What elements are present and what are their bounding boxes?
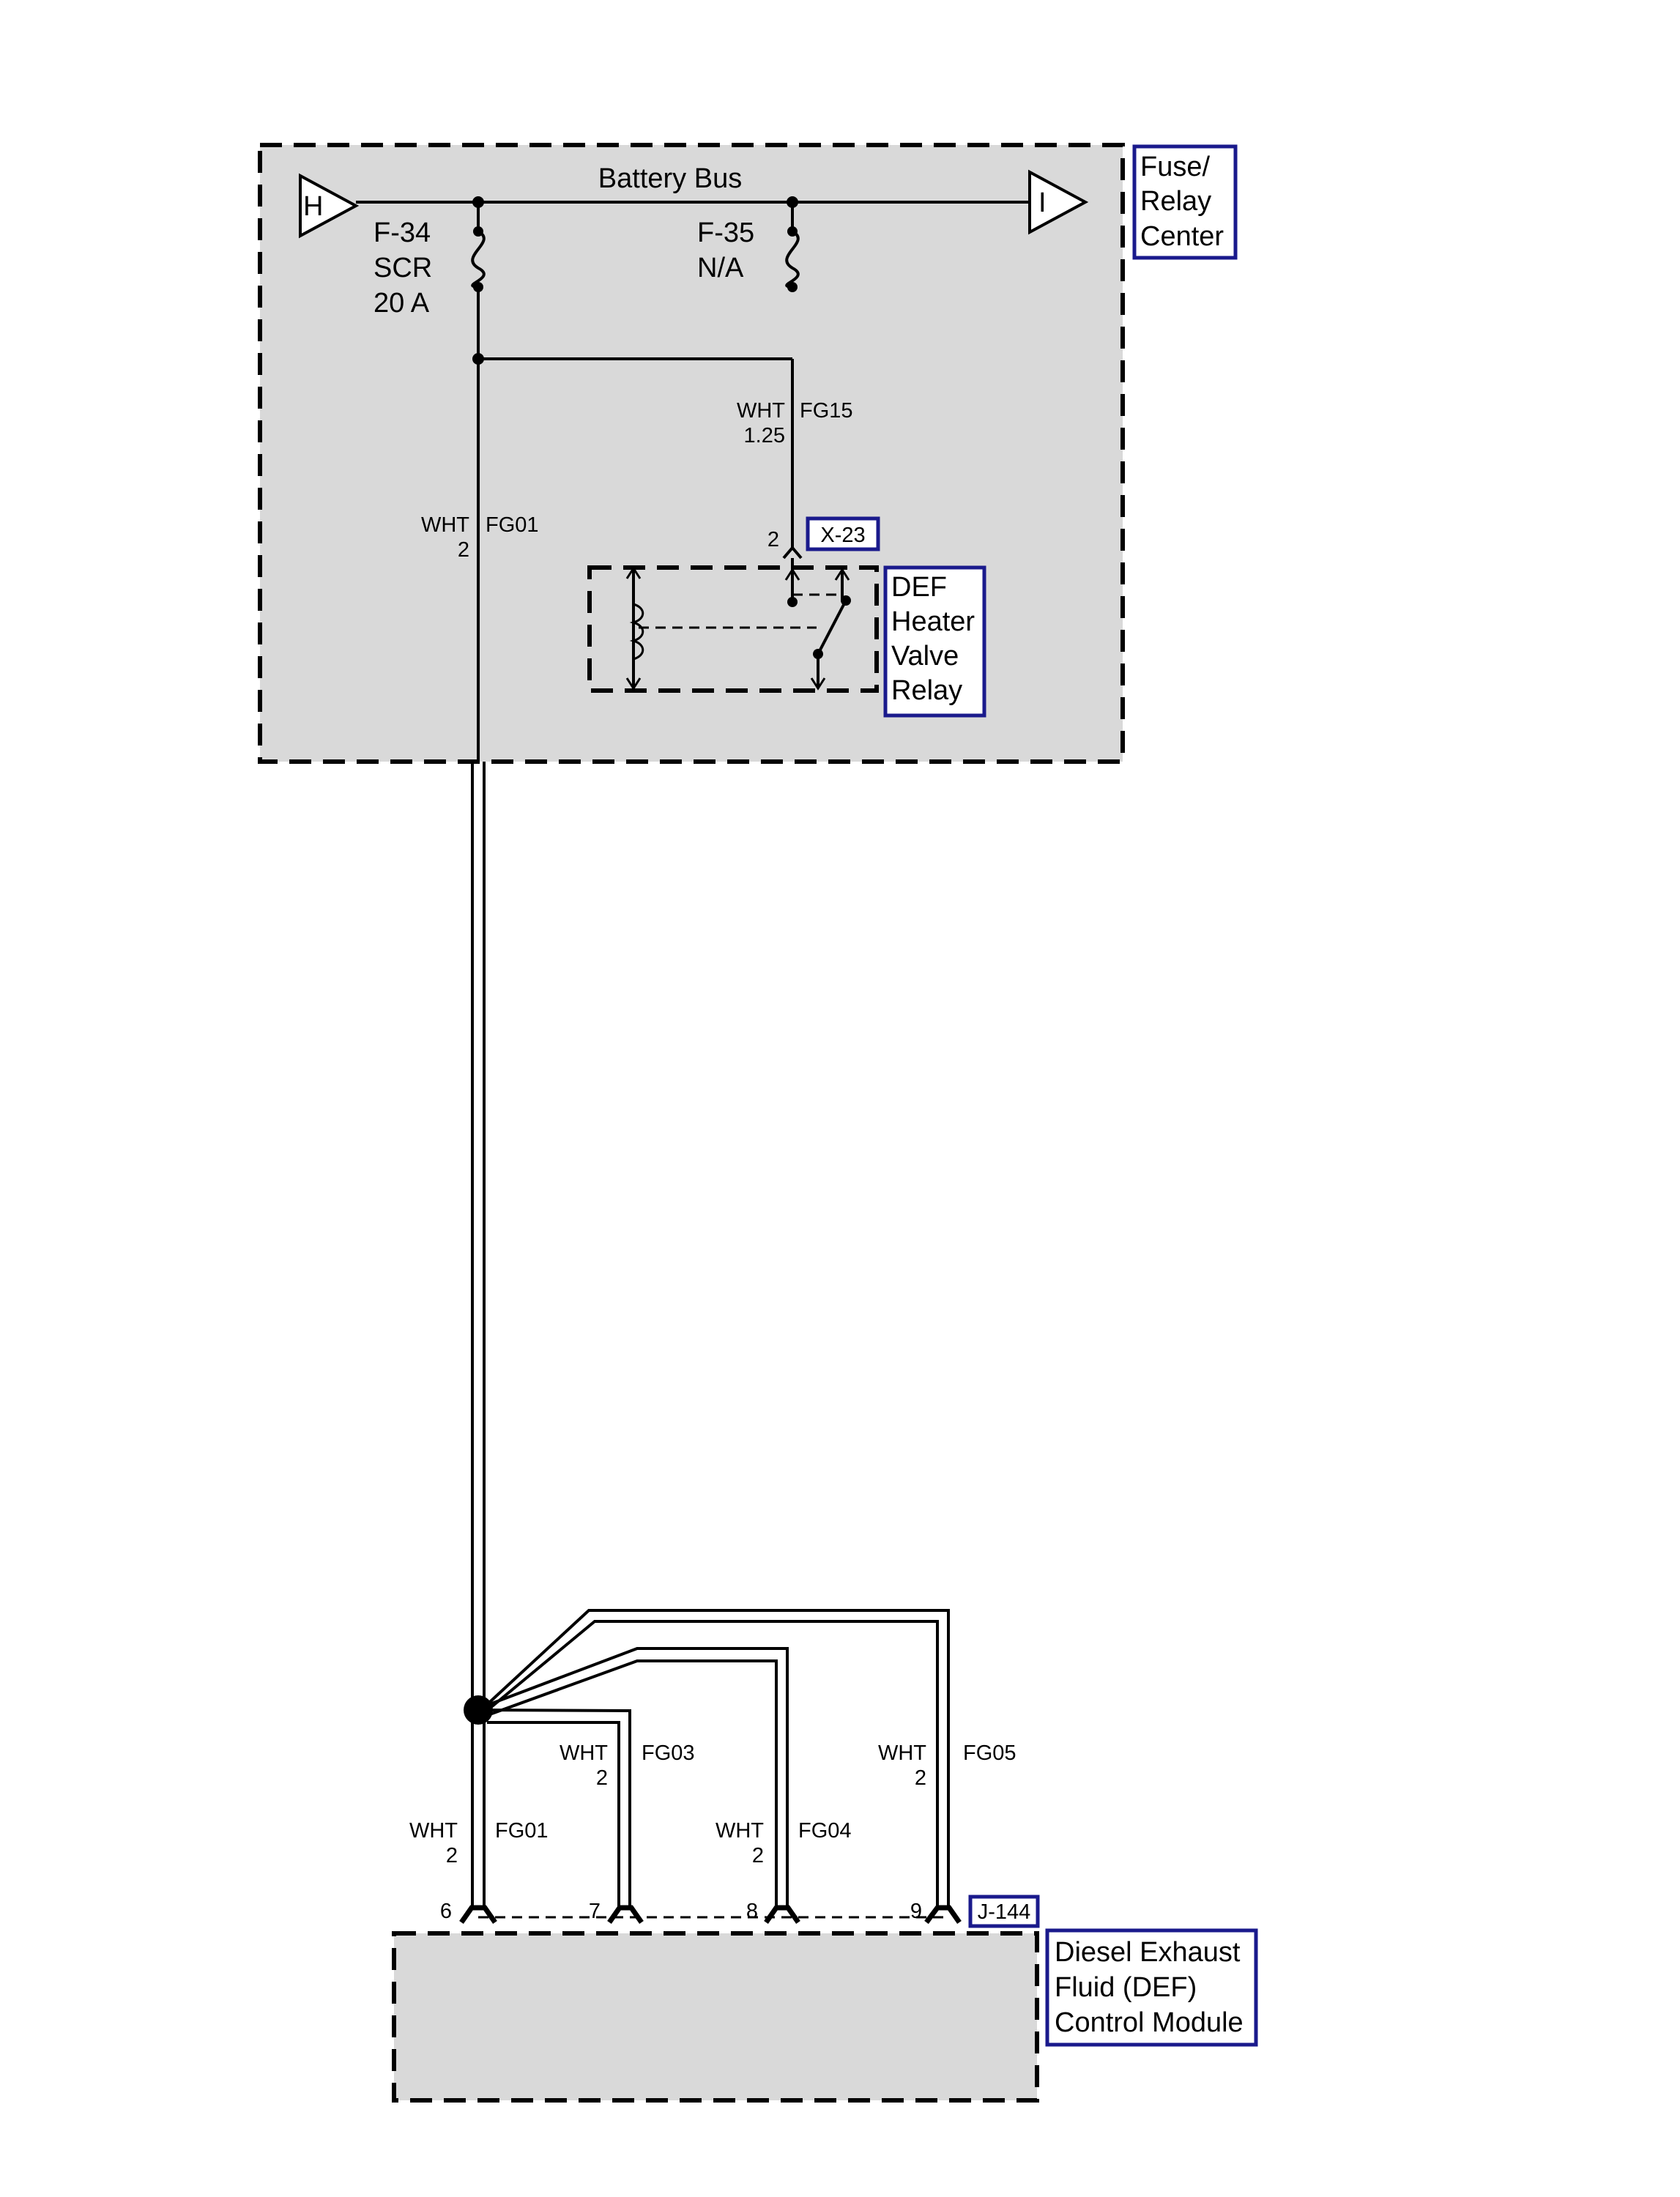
module-connector-j144: 6 7 8 9 J-144 bbox=[440, 1895, 1040, 1928]
wire-fg01-lower-gauge: 2 bbox=[446, 1844, 458, 1867]
wire-fg15-color: WHT bbox=[737, 399, 785, 423]
fuse-f34-id: F-34 bbox=[373, 218, 431, 248]
connector-i-label: I bbox=[1038, 187, 1047, 218]
wire-fg03-color: WHT bbox=[560, 1741, 608, 1765]
connector-h-triangle bbox=[299, 173, 360, 239]
wire-fg01-lower: WHT FG01 2 bbox=[409, 1819, 549, 1867]
module-label-line-3: Control Module bbox=[1055, 2007, 1244, 2038]
wire-fg15-gauge: 1.25 bbox=[744, 424, 785, 447]
harness-splice bbox=[464, 1695, 493, 1725]
harness bbox=[464, 762, 950, 1906]
relay-connector-x23: 2 X-23 bbox=[767, 516, 880, 560]
wire-fg03: WHT FG03 2 bbox=[560, 1741, 695, 1790]
wire-fg01-upper-circuit: FG01 bbox=[486, 513, 539, 537]
fuse-f35-id: F-35 bbox=[697, 218, 754, 248]
wire-fg04: WHT FG04 2 bbox=[716, 1819, 852, 1867]
relay-label-line-3: Valve bbox=[891, 641, 959, 672]
fuse-relay-center-label: Fuse/ Relay Center bbox=[1132, 144, 1238, 260]
pin-7-label: 7 bbox=[589, 1900, 601, 1923]
wire-fg03-circuit: FG03 bbox=[642, 1741, 695, 1765]
pin-8-label: 8 bbox=[746, 1900, 758, 1923]
relay-label-line-1: DEF bbox=[891, 572, 947, 603]
relay-label-line-4: Relay bbox=[891, 675, 962, 706]
wire-fg04-circuit: FG04 bbox=[798, 1819, 852, 1843]
wire-fg01-lower-color: WHT bbox=[409, 1819, 458, 1843]
relay-pin-number: 2 bbox=[767, 528, 779, 551]
fuse-relay-center-label-line-3: Center bbox=[1140, 221, 1224, 252]
fuse-f34-type: SCR bbox=[373, 253, 432, 283]
fuse-f34: F-34 SCR 20 A bbox=[373, 196, 486, 359]
fuse-f35: F-35 N/A bbox=[697, 196, 800, 292]
pin-6-label: 6 bbox=[440, 1900, 452, 1923]
relay-connector-label: X-23 bbox=[820, 524, 865, 547]
wire-fg01-upper-color: WHT bbox=[421, 513, 469, 537]
def-control-module-label: Diesel Exhaust Fluid (DEF) Control Modul… bbox=[1045, 1928, 1258, 2047]
wire-fg05-color: WHT bbox=[878, 1741, 926, 1765]
fuse-relay-center-label-line-1: Fuse/ bbox=[1140, 152, 1210, 182]
wire-fg01-lower-circuit: FG01 bbox=[495, 1819, 549, 1843]
wire-fg04-gauge: 2 bbox=[752, 1844, 764, 1867]
wire-fg05: WHT FG05 2 bbox=[878, 1741, 1016, 1790]
wire-fg04-color: WHT bbox=[716, 1819, 764, 1843]
relay-label: DEF Heater Valve Relay bbox=[883, 565, 986, 718]
fuse-relay-center-label-line-2: Relay bbox=[1140, 186, 1211, 217]
def-control-module bbox=[392, 1931, 1039, 2103]
module-connector-label: J-144 bbox=[978, 1900, 1031, 1924]
connector-h-label: H bbox=[303, 191, 323, 222]
fuse-f34-rating: 20 A bbox=[373, 288, 430, 319]
battery-bus-label: Battery Bus bbox=[598, 163, 742, 194]
wire-fg15: WHT FG15 1.25 bbox=[472, 353, 853, 549]
wire-fg01-upper: WHT FG01 2 bbox=[421, 359, 539, 762]
wire-fg05-gauge: 2 bbox=[915, 1766, 926, 1790]
fuse-f35-type: N/A bbox=[697, 253, 744, 283]
wire-fg05-circuit: FG05 bbox=[963, 1741, 1016, 1765]
relay-label-line-2: Heater bbox=[891, 606, 975, 637]
pin-9-label: 9 bbox=[910, 1900, 922, 1923]
wire-fg01-upper-gauge: 2 bbox=[458, 538, 469, 562]
module-label-line-1: Diesel Exhaust bbox=[1055, 1937, 1241, 1968]
connector-i-triangle bbox=[1028, 169, 1089, 235]
module-label-line-2: Fluid (DEF) bbox=[1055, 1972, 1197, 2003]
battery-bus: H I Battery Bus bbox=[299, 163, 1089, 239]
wire-fg03-gauge: 2 bbox=[596, 1766, 608, 1790]
def-heater-valve-relay bbox=[587, 558, 879, 693]
wire-fg15-circuit: FG15 bbox=[800, 399, 853, 423]
